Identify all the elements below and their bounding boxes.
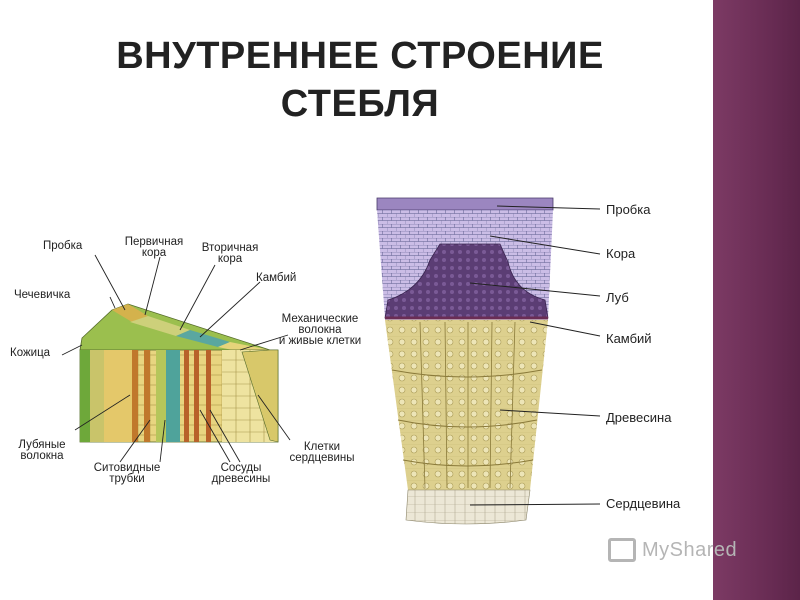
label-secondary-cortex-line1: Вторичная <box>201 242 259 254</box>
label-lub-right: Луб <box>606 290 629 305</box>
label-epidermis: Кожица <box>10 347 51 359</box>
label-primary-cortex: Первичная кора <box>115 236 193 259</box>
label-mechanical-fibers: Механические волокна и живые клетки <box>270 313 370 347</box>
block-primary-cortex-band <box>104 350 132 442</box>
label-probka-right: Пробка <box>606 202 651 217</box>
label-bast-fibers: Лубяные волокна <box>8 439 76 462</box>
watermark-text: MyShared <box>642 538 738 561</box>
block-vessel-3 <box>206 350 211 442</box>
presentation-icon <box>608 538 636 562</box>
label-probka-left: Пробка <box>43 240 83 252</box>
sector-wood-cells <box>385 320 548 490</box>
block-sieve-band <box>156 350 166 442</box>
label-pith-cells-line1: Клетки <box>303 441 341 453</box>
sector-phloem <box>384 243 549 319</box>
label-secondary-cortex-line2: кора <box>217 253 243 265</box>
label-sieve-tubes: Ситовидные трубки <box>82 462 172 485</box>
block-cork-band <box>90 350 104 442</box>
title-line-1: ВНУТРЕННЕЕ СТРОЕНИЕ <box>116 35 604 77</box>
label-drevesina-right: Древесина <box>606 410 672 425</box>
label-serdtsevina-right: Сердцевина <box>606 496 681 511</box>
sector-cork <box>376 197 554 211</box>
label-bast-fibers-line2: волокна <box>20 450 64 462</box>
label-lenticel: Чечевичка <box>14 289 71 301</box>
block-cambium-band <box>166 350 180 442</box>
label-sieve-tubes-line1: Ситовидные <box>93 462 161 474</box>
block-bast-fiber-1 <box>132 350 138 442</box>
block-epidermis-band <box>80 350 90 442</box>
label-secondary-cortex: Вторичная кора <box>193 242 267 265</box>
watermark: MyShared <box>608 538 737 562</box>
sector-rays <box>419 321 516 489</box>
block-bast-fiber-2 <box>144 350 150 442</box>
label-wood-vessels: Сосуды древесины <box>196 462 286 485</box>
label-mechanical-fibers-line1: Механические <box>281 313 359 325</box>
title-line-2: СТЕБЛЯ <box>280 83 440 125</box>
label-kambiy-right: Камбий <box>606 331 652 346</box>
sector-growth-rings <box>391 369 543 467</box>
label-pith-cells: Клетки сердцевины <box>282 441 362 464</box>
label-kora-right: Кора <box>606 246 636 261</box>
label-cambium-left: Камбий <box>256 272 297 284</box>
block-wood-top <box>218 342 270 352</box>
label-bast-fibers-line1: Лубяные <box>18 439 66 451</box>
label-sieve-tubes-line2: трубки <box>109 473 145 485</box>
block-vessel-1 <box>184 350 189 442</box>
block-vessel-2 <box>194 350 199 442</box>
label-primary-cortex-line2: кора <box>141 247 167 259</box>
right-leader-lines <box>469 205 601 506</box>
left-leader-lines <box>61 254 291 463</box>
right-stem-sector <box>376 197 554 525</box>
block-side-face <box>241 349 279 443</box>
slide-title: ВНУТРЕННЕЕ СТРОЕНИЕ СТЕБЛЯ <box>80 32 640 128</box>
label-wood-vessels-line2: древесины <box>211 473 271 485</box>
block-cork-top <box>112 304 148 322</box>
left-stem-block <box>79 303 279 443</box>
block-cambium-top <box>176 330 230 347</box>
label-wood-vessels-line1: Сосуды <box>220 462 262 474</box>
sector-pith <box>405 489 531 525</box>
label-primary-cortex-line1: Первичная <box>124 236 184 248</box>
label-mechanical-fibers-line2: волокна <box>298 324 342 336</box>
label-mechanical-fibers-line3: и живые клетки <box>278 335 362 347</box>
label-pith-cells-line2: сердцевины <box>289 452 355 464</box>
block-cortex-top <box>130 316 190 336</box>
side-decoration-band <box>713 0 800 600</box>
